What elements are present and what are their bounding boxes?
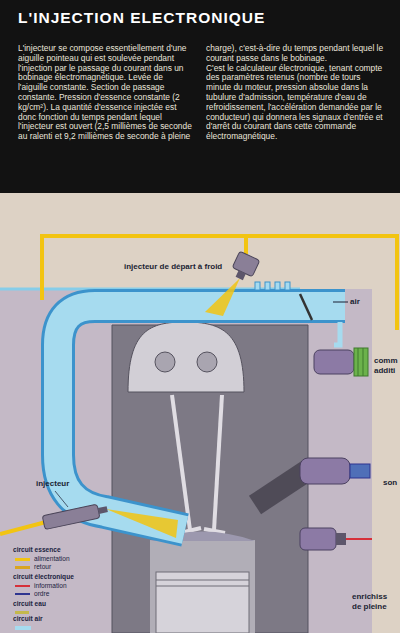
legend-label: ordre bbox=[34, 590, 49, 598]
valve-cover bbox=[128, 322, 244, 392]
additional-control bbox=[314, 350, 354, 374]
injector bbox=[42, 502, 108, 529]
leader-line bbox=[55, 491, 68, 507]
fuel-line bbox=[0, 522, 46, 534]
manifold-port bbox=[285, 282, 290, 290]
piston-ring bbox=[156, 580, 249, 581]
intake-pipe-wall bbox=[58, 306, 345, 530]
rocker-arm bbox=[155, 352, 175, 372]
legend-swatch bbox=[15, 593, 30, 595]
manifold-port bbox=[255, 282, 260, 290]
cylinder-bore bbox=[150, 540, 255, 633]
rocker-arm bbox=[197, 352, 217, 372]
body-text: charge), c'est-à-dire du temps pendant l… bbox=[206, 44, 386, 64]
legend-swatch bbox=[15, 585, 30, 587]
part-label: injecteur de départ à froid bbox=[124, 262, 244, 272]
legend-label: circuit essence bbox=[13, 546, 61, 554]
control-coil bbox=[354, 348, 368, 376]
diagram-panel bbox=[0, 289, 372, 633]
air-arrow bbox=[333, 302, 348, 303]
part-label: son bbox=[383, 478, 400, 488]
text-column: charge), c'est-à-dire du temps pendant l… bbox=[206, 44, 386, 142]
legend-label: circuit air bbox=[13, 615, 43, 623]
fuel-line bbox=[395, 236, 399, 330]
fuel-line bbox=[244, 236, 248, 254]
injector-nozzle bbox=[98, 506, 108, 514]
air-tube bbox=[334, 322, 340, 345]
legend-label: circuit électronique bbox=[13, 573, 74, 581]
injector-body bbox=[42, 504, 100, 529]
throttle-plate bbox=[300, 294, 312, 320]
legend-swatch bbox=[15, 626, 31, 630]
coil-winding bbox=[358, 348, 359, 376]
coil-winding bbox=[363, 348, 364, 376]
signal-wire bbox=[346, 538, 372, 540]
part-label: enrichiss de pleine bbox=[352, 592, 394, 611]
sensor-body bbox=[300, 458, 350, 484]
cold-start-injector bbox=[229, 251, 260, 283]
header-band bbox=[0, 0, 400, 193]
sensor-tip bbox=[350, 464, 370, 478]
intake-valve bbox=[172, 395, 190, 530]
legend-swatch bbox=[15, 566, 30, 569]
manifold-port bbox=[265, 282, 270, 290]
piston bbox=[156, 572, 249, 633]
piston-ring bbox=[156, 586, 249, 587]
legend-label: circuit eau bbox=[13, 600, 46, 608]
fuel-spray bbox=[205, 278, 240, 316]
part-label: comm additi bbox=[374, 356, 398, 375]
enricher-outlet bbox=[336, 533, 346, 545]
enricher-body bbox=[300, 528, 336, 550]
injector-nozzle bbox=[236, 270, 246, 280]
legend-label: retour bbox=[34, 563, 51, 571]
manifold-port bbox=[275, 282, 280, 290]
legend-swatch bbox=[15, 611, 29, 614]
legend-swatch bbox=[15, 558, 30, 561]
intake-pipe bbox=[58, 306, 345, 530]
legend-label: information bbox=[34, 582, 67, 590]
part-label: injecteur bbox=[36, 479, 96, 489]
fuel-spray bbox=[106, 509, 178, 538]
exhaust-valve bbox=[214, 395, 222, 530]
part-label: air bbox=[350, 297, 370, 307]
injector-body bbox=[232, 251, 260, 277]
body-text: C'est le calculateur électronique, tenan… bbox=[206, 64, 386, 142]
legend-label: alimentation bbox=[34, 555, 70, 563]
body-text: L'injecteur se compose essentiellement d… bbox=[18, 44, 194, 142]
page-title: L'INJECTION ELECTRONIQUE bbox=[18, 9, 265, 27]
